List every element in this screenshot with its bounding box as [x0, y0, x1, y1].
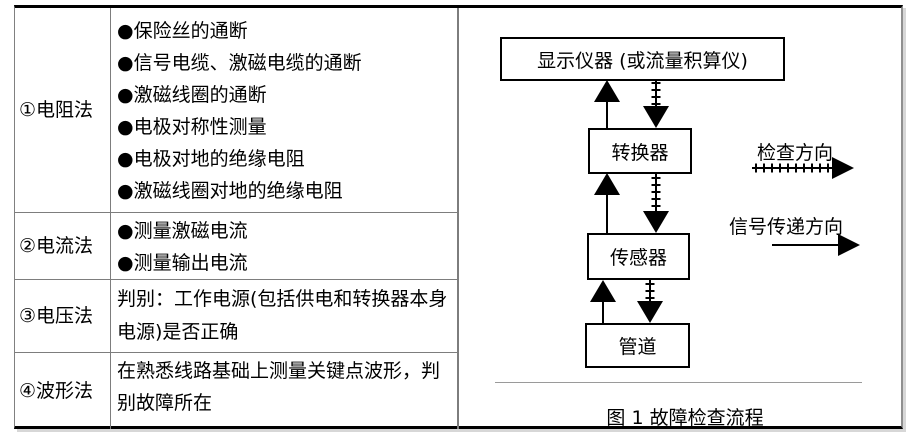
flow-box-display: 显示仪器 (或流量积算仪)	[500, 37, 785, 81]
row-divider-3	[15, 352, 457, 353]
method-label: ③电压法	[19, 305, 94, 327]
signal-up-arrow-3	[590, 280, 616, 324]
bullet-icon: ●	[117, 52, 134, 74]
list-item: ●测量输出电流	[117, 247, 453, 279]
signal-up-arrow-1	[594, 80, 620, 129]
list-item-text: 电极对称性测量	[133, 116, 267, 138]
flow-box-converter: 转换器	[588, 128, 692, 174]
content-cell-voltage: 判别：工作电源(包括供电和转换器本身电源)是否正确	[117, 288, 448, 343]
row-divider-1	[15, 212, 457, 213]
method-cell-waveform: ④波形法	[15, 353, 110, 428]
list-item: ●保险丝的通断	[117, 15, 453, 47]
list-item: ●电极对称性测量	[117, 111, 453, 143]
bullet-icon: ●	[117, 220, 134, 242]
list-item-text: 电极对地的绝缘电阻	[133, 148, 305, 170]
figure-caption: 图 1 故障检查流程	[606, 407, 764, 429]
bullet-icon: ●	[117, 84, 134, 106]
legend-signal-label: 信号传递方向	[729, 216, 844, 238]
flow-arrows	[590, 80, 860, 324]
bullet-icon: ●	[117, 20, 134, 42]
caption-separator	[495, 382, 862, 383]
method-label: ①电阻法	[19, 99, 94, 121]
list-item: ●电极对地的绝缘电阻	[117, 143, 453, 175]
list-item-text: 激磁线圈的通断	[133, 84, 267, 106]
bullet-icon: ●	[117, 180, 134, 202]
list-item-text: 激磁线圈对地的绝缘电阻	[133, 180, 343, 202]
flow-box-pipe: 管道	[585, 323, 690, 368]
column-divider-methods	[110, 8, 111, 429]
bullet-icon: ●	[117, 116, 134, 138]
content-cell-current: ●测量激磁电流 ●测量输出电流	[111, 213, 457, 279]
check-down-arrow-1	[643, 80, 669, 128]
list-item: ●激磁线圈的通断	[117, 79, 453, 111]
legend-check-arrow	[752, 157, 854, 179]
list-item-text: 测量输出电流	[133, 252, 248, 274]
list-item: ●测量激磁电流	[117, 215, 453, 247]
list-item-text: 信号电缆、激磁电缆的通断	[133, 52, 362, 74]
check-down-arrow-2	[643, 174, 669, 233]
method-cell-resistance: ①电阻法	[15, 8, 110, 212]
list-item-text: 测量激磁电流	[133, 220, 248, 242]
list-item: ●信号电缆、激磁电缆的通断	[117, 47, 453, 79]
list-item-text: 保险丝的通断	[133, 20, 248, 42]
method-label: ②电流法	[19, 235, 94, 257]
list-item: ●激磁线圈对地的绝缘电阻	[117, 175, 453, 207]
method-label: ④波形法	[19, 379, 94, 402]
check-down-arrow-3	[637, 280, 663, 323]
content-cell-waveform: 在熟悉线路基础上测量关键点波形，判别故障所在	[117, 360, 441, 414]
legend-check-label: 检查方向	[757, 142, 834, 164]
flow-box-sensor: 传感器	[587, 233, 690, 280]
signal-up-arrow-2	[594, 173, 620, 234]
legend-signal-arrow	[772, 234, 860, 256]
content-cell-resistance: ●保险丝的通断 ●信号电缆、激磁电缆的通断 ●激磁线圈的通断 ●电极对称性测量 …	[111, 8, 457, 212]
bullet-icon: ●	[117, 148, 134, 170]
method-cell-voltage: ③电压法	[15, 280, 110, 352]
method-cell-current: ②电流法	[15, 213, 110, 279]
bullet-icon: ●	[117, 252, 134, 274]
row-divider-2	[15, 279, 457, 280]
column-divider-diagram	[457, 8, 459, 429]
